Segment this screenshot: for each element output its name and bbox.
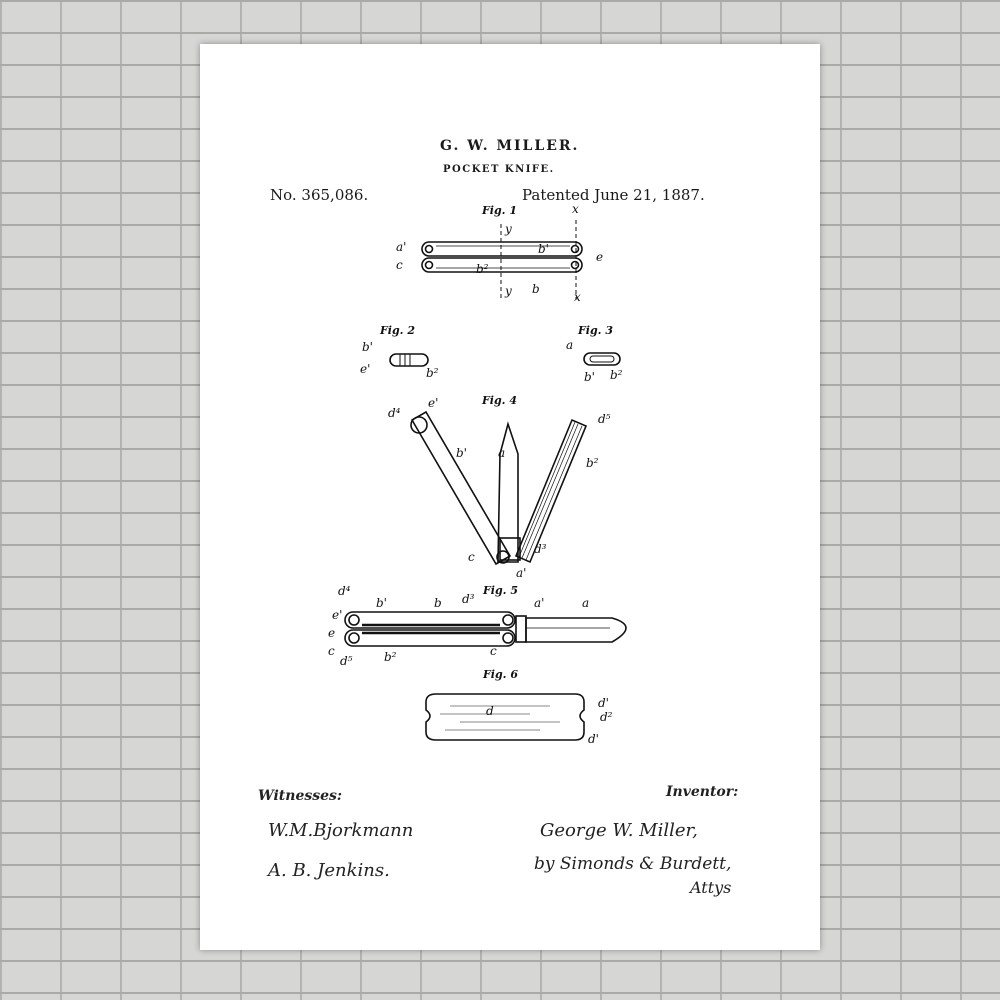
fig1-ref: x [574, 290, 581, 304]
witnesses-label: Witnesses: [258, 788, 343, 804]
fig2-ref: e' [360, 362, 371, 376]
fig5-ref: b [434, 596, 442, 610]
attorneys-abbrev: Attys [690, 878, 732, 897]
fig1-ref: b [532, 282, 540, 296]
fig3-ref: b² [610, 368, 623, 382]
witness-signature-2: A. B. Jenkins. [268, 860, 390, 881]
fig5-ref: d⁵ [340, 654, 353, 668]
fig6-handle-plate [425, 693, 585, 741]
fig1-ref: y [505, 222, 512, 236]
fig2-label: Fig. 2 [380, 324, 415, 337]
fig5-ref: e' [332, 608, 343, 622]
fig5-ref: a [582, 596, 590, 610]
fig3-ref: a [566, 338, 574, 352]
witness-signature-1: W.M.Bjorkmann [268, 820, 414, 841]
fig4-ref: c [468, 550, 475, 564]
patent-number: No. 365,086. [270, 186, 369, 204]
fig4-ref: a' [516, 566, 527, 580]
fig1-ref: c [396, 258, 403, 272]
fig4-ref: b' [456, 446, 467, 460]
fig5-label: Fig. 5 [483, 584, 518, 597]
fig1-ref: b² [476, 262, 489, 276]
fig6-label: Fig. 6 [483, 668, 518, 681]
fig6-ref: d [486, 704, 494, 718]
patent-poster: G. W. MILLER. POCKET KNIFE. No. 365,086.… [200, 44, 820, 950]
fig5-ref: e [328, 626, 336, 640]
inventor-signature: George W. Miller, [540, 820, 698, 841]
fig3-section [583, 352, 621, 366]
fig3-label: Fig. 3 [578, 324, 613, 337]
patent-date: Patented June 21, 1887. [522, 186, 705, 204]
fig2-section [389, 353, 429, 367]
fig5-ref: d⁴ [338, 584, 351, 598]
fig2-ref: b' [362, 340, 373, 354]
patent-title: POCKET KNIFE. [443, 164, 555, 175]
fig5-ref: c [328, 644, 335, 658]
fig1-ref: b' [538, 242, 549, 256]
fig1-ref: x [572, 202, 579, 216]
fig6-ref: d' [588, 732, 599, 746]
fig4-label: Fig. 4 [482, 394, 517, 407]
inventor-label: Inventor: [666, 784, 739, 800]
fig1-ref: a' [396, 240, 407, 254]
fig6-ref: d' [598, 696, 609, 710]
fig1-ref: y [505, 284, 512, 298]
fig5-ref: a' [534, 596, 545, 610]
fig4-ref: d³ [534, 542, 547, 556]
fig6-ref: d² [600, 710, 613, 724]
fig4-ref: d⁵ [598, 412, 611, 426]
attorneys-signature: by Simonds & Burdett, [534, 854, 732, 874]
fig5-ref: c [490, 644, 497, 658]
patent-drawing [344, 220, 627, 741]
fig4-ref: a [498, 446, 506, 460]
fig5-ref: b' [376, 596, 387, 610]
fig1-closed-knife [421, 220, 583, 300]
fig4-open-knife [410, 410, 588, 566]
fig3-ref: b' [584, 370, 595, 384]
fig1-label: Fig. 1 [482, 204, 517, 217]
fig5-ref: b² [384, 650, 397, 664]
inventor-name: G. W. MILLER. [440, 138, 580, 154]
fig4-ref: e' [428, 396, 439, 410]
fig4-ref: d⁴ [388, 406, 401, 420]
fig5-side-view [344, 611, 627, 647]
fig2-ref: b² [426, 366, 439, 380]
fig1-ref: e [596, 250, 604, 264]
fig4-ref: b² [586, 456, 599, 470]
fig5-ref: d³ [462, 592, 475, 606]
